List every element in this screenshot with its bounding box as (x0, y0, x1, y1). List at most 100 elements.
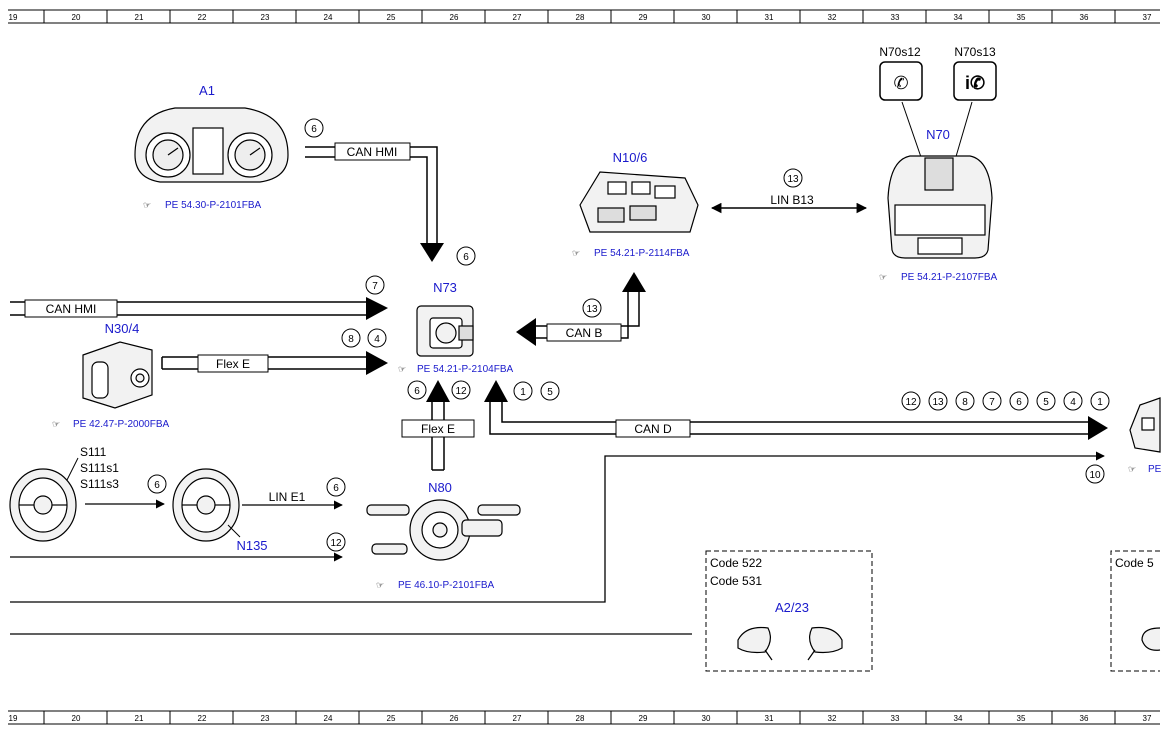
svg-text:i✆: i✆ (965, 73, 985, 93)
marker-flex-e-n30-b: 4 (374, 334, 380, 345)
ruler-number: 27 (513, 714, 522, 723)
ruler-number: 33 (891, 13, 900, 22)
can-hmi-top-arrowhead (420, 243, 444, 262)
partial-right-component-icon (1129, 397, 1161, 453)
n70-ref: PE 54.21-P-2107FBA (901, 272, 997, 283)
n70s12-sos-button-icon: ✆ (879, 61, 923, 101)
ruler-number: 35 (1017, 13, 1026, 22)
ruler-number: 34 (954, 714, 963, 723)
a1-ref: PE 54.30-P-2101FBA (165, 200, 261, 211)
can-d-arrowhead-right (1088, 416, 1108, 440)
n30-4-label: N30/4 (105, 321, 140, 336)
marker-can-d-right: 4 (1070, 397, 1076, 408)
can-hmi-top-line (305, 146, 438, 243)
s111s3-label: S111s3 (80, 477, 119, 491)
n73-ignition-switch-icon (416, 305, 474, 357)
code-531: Code 531 (710, 574, 762, 588)
n70s13-info-button-icon: i✆ (953, 61, 997, 101)
ruler-number: 20 (72, 13, 81, 22)
a1-ref-icon: ☞ (143, 200, 151, 210)
can-b-label: CAN B (566, 326, 603, 340)
ruler-number: 28 (576, 714, 585, 723)
can-d-label: CAN D (634, 422, 672, 436)
marker-can-d-right: 1 (1097, 397, 1103, 408)
flex-e-n30-box (197, 354, 269, 373)
marker-can-d-right: 7 (989, 397, 995, 408)
can-b-arrowhead-left (516, 318, 536, 346)
n135-leader (227, 524, 241, 538)
lin-e1-label: LIN E1 (269, 490, 306, 504)
ruler-number: 27 (513, 13, 522, 22)
ruler-number: 31 (765, 714, 774, 723)
a1-label: A1 (199, 83, 215, 98)
s111-steering-wheel-icon (9, 468, 77, 542)
a2-23-label: A2/23 (775, 600, 809, 615)
flex-e-n80-label: Flex E (421, 422, 455, 436)
ruler-number: 30 (702, 13, 711, 22)
ruler-number: 24 (324, 13, 333, 22)
n80-ref-icon: ☞ (376, 580, 384, 590)
ruler-number: 34 (954, 13, 963, 22)
marker-n80-up-a: 6 (414, 386, 420, 397)
ruler-number: 32 (828, 714, 837, 723)
n70-ref-icon: ☞ (879, 272, 887, 282)
marker-lin-e1: 6 (333, 483, 339, 494)
marker-bottom-line: 12 (330, 538, 342, 549)
n10-6-ref: PE 54.21-P-2114FBA (594, 248, 690, 259)
a2-23-mirror-icon (737, 626, 843, 661)
can-hmi-top-label: CAN HMI (347, 145, 398, 159)
n135-steering-wheel-icon (172, 468, 240, 542)
n73-ref: PE 54.21-P-2104FBA (417, 364, 513, 375)
code-box (705, 550, 873, 672)
ruler-number: 25 (387, 714, 396, 723)
can-hmi-left-box (24, 299, 118, 318)
ruler-number: 29 (639, 13, 648, 22)
can-hmi-top-box (334, 142, 411, 161)
ruler-number: 29 (639, 714, 648, 723)
marker-s111-n135: 6 (154, 480, 160, 491)
marker-can-d-right: 12 (905, 397, 917, 408)
marker-can-d-right: 8 (962, 397, 968, 408)
partial-right-ref: PE (1148, 464, 1162, 475)
marker-can-hmi-top-start: 6 (311, 124, 317, 135)
can-b-arrowhead-up (622, 272, 646, 292)
n70s12-label: N70s12 (879, 45, 921, 59)
partial-right-mirror-icon (1141, 627, 1161, 651)
ruler-number: 35 (1017, 714, 1026, 723)
ruler-number: 28 (576, 13, 585, 22)
ruler-number: 20 (72, 714, 81, 723)
partial-right-code: Code 5 (1115, 556, 1154, 570)
ruler-number: 19 (9, 13, 18, 22)
can-d-box (615, 419, 691, 438)
flex-e-n80-box (401, 419, 475, 438)
marker-can-hmi-left: 7 (372, 281, 378, 292)
ruler-number: 33 (891, 714, 900, 723)
ruler-number: 19 (9, 714, 18, 723)
marker-can-b: 13 (586, 304, 598, 315)
marker-flex-e-n30-a: 8 (348, 334, 354, 345)
can-hmi-left-arrowhead (366, 297, 388, 320)
ruler-number: 37 (1143, 13, 1152, 22)
ruler-number: 26 (450, 13, 459, 22)
marker-can-d-n73-b: 5 (547, 387, 553, 398)
n73-label: N73 (433, 280, 457, 295)
n70s13-label: N70s13 (954, 45, 996, 59)
can-d-arrowhead-n73 (484, 380, 508, 402)
can-b-box (546, 323, 622, 342)
n73-ref-icon: ☞ (398, 364, 406, 374)
n70s12-leader (901, 101, 923, 161)
a1-instrument-cluster-icon (134, 107, 289, 183)
ruler-number: 22 (198, 714, 207, 723)
partial-right-code-box (1110, 550, 1160, 672)
ruler-number: 26 (450, 714, 459, 723)
n10-6-ref-icon: ☞ (572, 248, 580, 258)
marker-can-hmi-top-end: 6 (463, 252, 469, 263)
n30-4-esp-unit-icon (82, 341, 153, 409)
code-522: Code 522 (710, 556, 762, 570)
n30-4-ref: PE 42.47-P-2000FBA (73, 419, 169, 430)
lin-b13-label: LIN B13 (770, 193, 814, 207)
